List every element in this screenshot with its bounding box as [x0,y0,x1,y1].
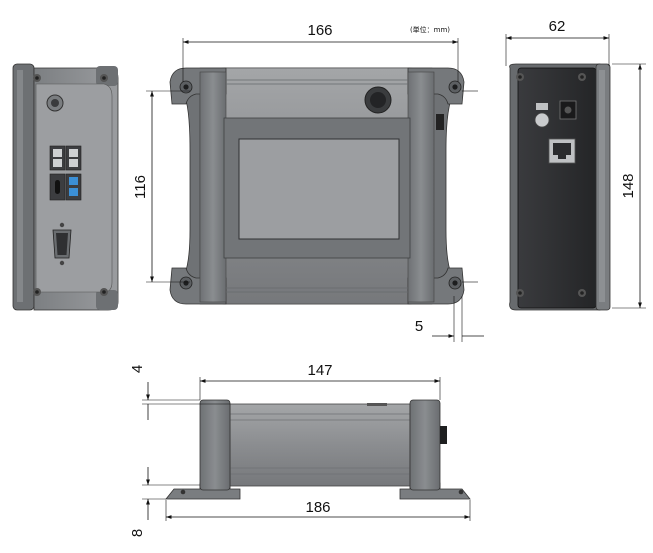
foot-offset-dimension: 5 [415,296,484,342]
dim-front-width: 166 [307,22,332,39]
side-switch [436,114,444,130]
screw-icon [33,288,41,296]
screw-icon [179,80,193,94]
overall-length-dimension: 186 [165,499,471,521]
screw-icon [100,74,108,82]
screw-icon [33,74,41,82]
screw-icon [448,80,462,94]
dim-foot-offset: 5 [415,318,423,335]
screw-icon [448,276,462,290]
dim-body-length: 147 [307,362,332,379]
left-side-view [12,63,119,311]
dim-foot-height: 8 [129,529,146,537]
front-width-dimension: 166 (単位：mm) [182,22,459,82]
usb-c-port-icon [49,173,82,201]
body-length-dimension: 147 [199,362,441,400]
dim-front-height: 116 [132,175,149,199]
screw-icon [179,276,193,290]
right-side-view [509,63,611,311]
dim-side-height: 148 [620,173,637,198]
screw-icon [578,289,586,297]
side-depth-dimension: 62 [505,18,610,66]
screw-icon [100,288,108,296]
unit-note: (単位：mm) [410,25,450,34]
usb-port-icon [49,145,82,171]
screw-icon [578,73,586,81]
dim-top-offset: 4 [129,365,146,373]
dim-side-depth: 62 [549,18,566,35]
foot-height-dimension: 8 [129,467,200,537]
front-view [169,67,465,305]
power-button-icon [364,86,392,114]
front-height-dimension: 116 [132,90,190,283]
dim-overall-length: 186 [305,499,330,516]
dc-jack-icon [534,100,577,128]
bottom-view [165,399,471,500]
screw-icon [516,289,524,297]
top-offset-dimension: 4 [129,365,230,420]
dc-jack-icon [46,94,64,112]
screw-icon [516,73,524,81]
serial-port-icon [52,222,72,266]
lan-port-icon [548,138,576,164]
side-height-dimension: 148 [612,63,646,309]
